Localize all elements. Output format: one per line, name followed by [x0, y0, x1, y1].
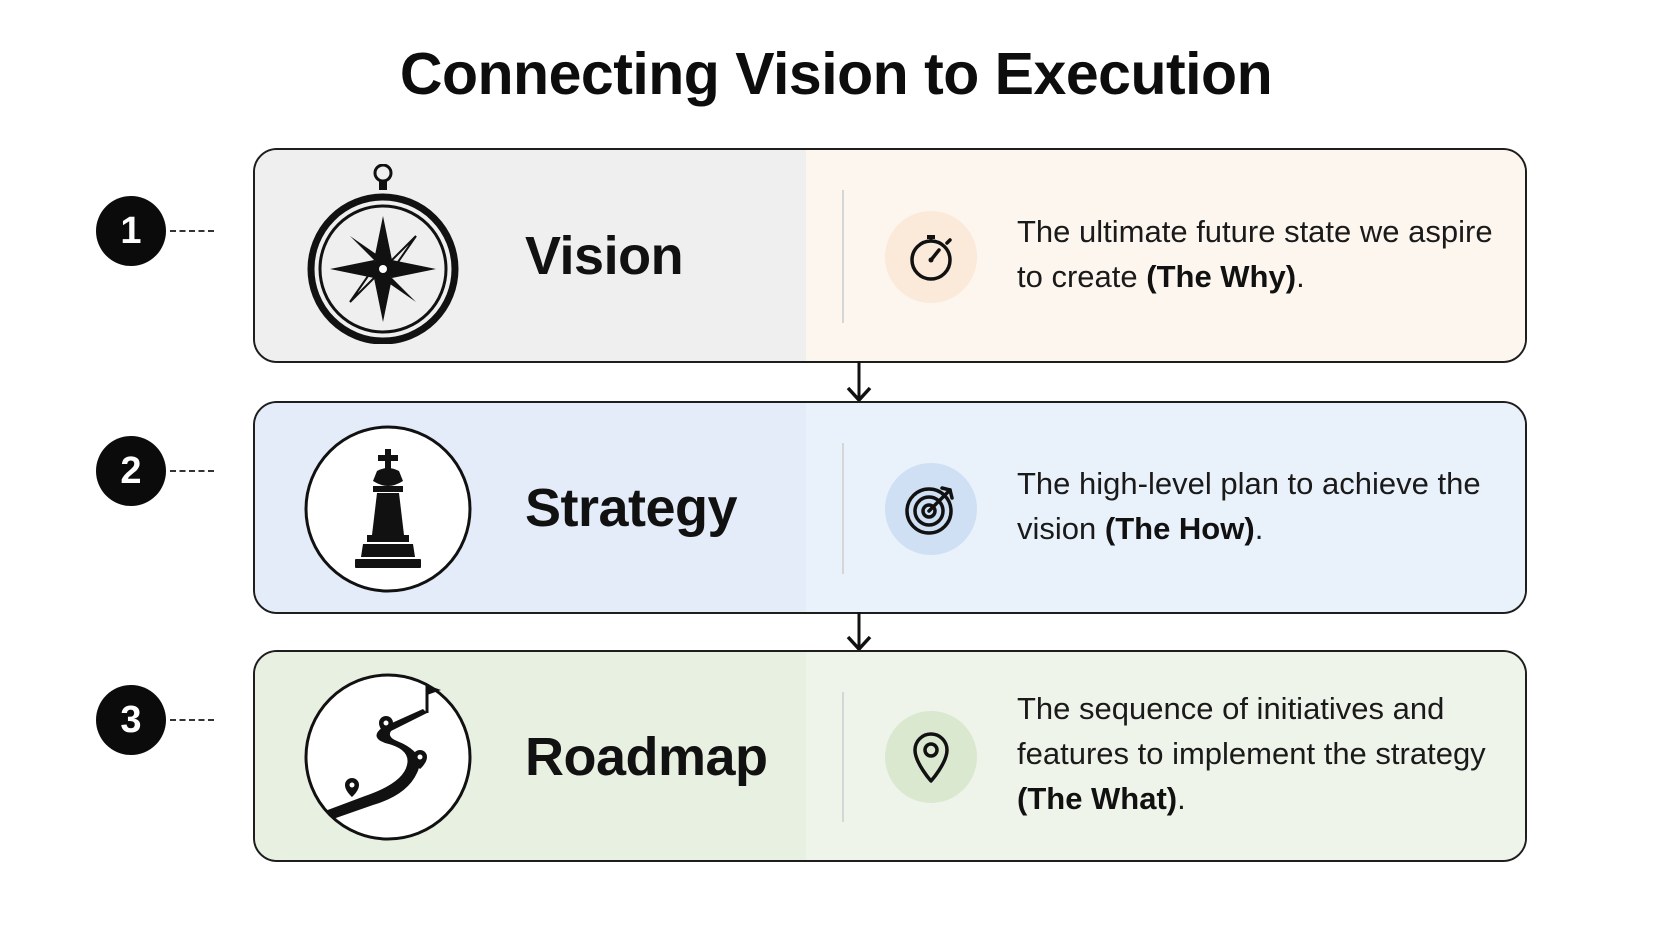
chess-king-icon: [304, 425, 472, 593]
stopwatch-icon-badge: [885, 211, 977, 303]
down-arrow-icon: [846, 612, 872, 652]
step-number-badge: 1: [96, 196, 166, 266]
stage-name-roadmap: Roadmap: [525, 727, 768, 787]
target-icon: [905, 486, 954, 535]
step-number-badge: 3: [96, 685, 166, 755]
step-marker-1: 1: [96, 196, 216, 266]
card-divider: [842, 443, 844, 574]
vision-description: The ultimate future state we aspire to c…: [1017, 214, 1493, 294]
compass-icon: [307, 164, 459, 344]
target-icon-badge: [885, 463, 977, 555]
stopwatch-icon: [910, 235, 952, 281]
map-pin-icon: [913, 732, 949, 783]
roadmap-card: Roadmap The sequence of initiatives and …: [253, 650, 1527, 862]
roadmap-description: The sequence of initiatives and features…: [1017, 691, 1486, 816]
dashed-leader-line: [170, 230, 214, 232]
map-pin-icon-badge: [885, 711, 977, 803]
strategy-card-left-panel: Strategy: [255, 403, 806, 612]
vision-card: Vision The ultimate future state we aspi…: [253, 148, 1527, 363]
stage-name-strategy: Strategy: [525, 478, 738, 538]
roadmap-card-right-panel: The sequence of initiatives and features…: [806, 652, 1525, 860]
page-title: Connecting Vision to Execution: [399, 41, 1273, 107]
vision-card-right-panel: The ultimate future state we aspire to c…: [806, 150, 1525, 361]
strategy-card: Strategy The high-level plan to achieve …: [253, 401, 1527, 614]
card-divider: [842, 692, 844, 822]
step-marker-2: 2: [96, 436, 216, 506]
down-arrow-icon: [846, 361, 872, 403]
stage-name-vision: Vision: [525, 226, 684, 286]
dashed-leader-line: [170, 719, 214, 721]
roadmap-card-left-panel: Roadmap: [255, 652, 806, 860]
vision-card-left-panel: Vision: [255, 150, 806, 361]
step-number-badge: 2: [96, 436, 166, 506]
dashed-leader-line: [170, 470, 214, 472]
strategy-description: The high-level plan to achieve the visio…: [1017, 466, 1481, 546]
step-marker-3: 3: [96, 685, 216, 755]
winding-road-icon: [304, 673, 472, 841]
card-divider: [842, 190, 844, 323]
strategy-card-right-panel: The high-level plan to achieve the visio…: [806, 403, 1525, 612]
